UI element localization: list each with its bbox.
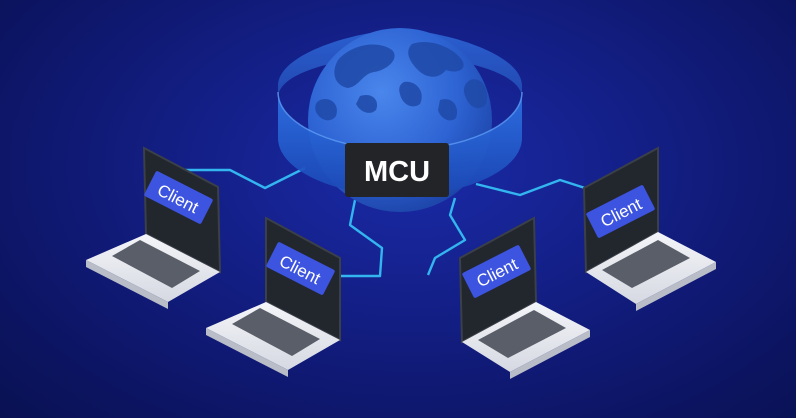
client-laptop-3: Client (458, 216, 590, 379)
connection-lines (178, 166, 586, 278)
client-laptop-1: Client (86, 146, 222, 309)
link-client-3 (426, 197, 467, 276)
hub-label-box (345, 143, 449, 197)
client-label-box-1 (144, 171, 213, 224)
keyboard-keys-4 (602, 240, 690, 288)
keyboard-keys-2 (232, 308, 320, 356)
hub-label: MCU (345, 143, 449, 197)
client-laptop-4: Client (582, 146, 716, 311)
keyboard-keys-1 (112, 240, 200, 288)
client-label-box-3 (462, 245, 531, 298)
keyboard-keys-3 (478, 310, 566, 358)
client-label-box-2 (266, 242, 335, 295)
hub-label-text: MCU (364, 156, 430, 188)
client-label-box-4 (586, 185, 655, 238)
client-laptop-2: Client (206, 216, 341, 377)
link-client-2 (337, 199, 384, 278)
link-client-1 (178, 166, 306, 190)
ring-back (278, 30, 522, 98)
globe-land (315, 41, 488, 121)
ring-front (278, 92, 522, 196)
link-client-4 (475, 178, 586, 197)
